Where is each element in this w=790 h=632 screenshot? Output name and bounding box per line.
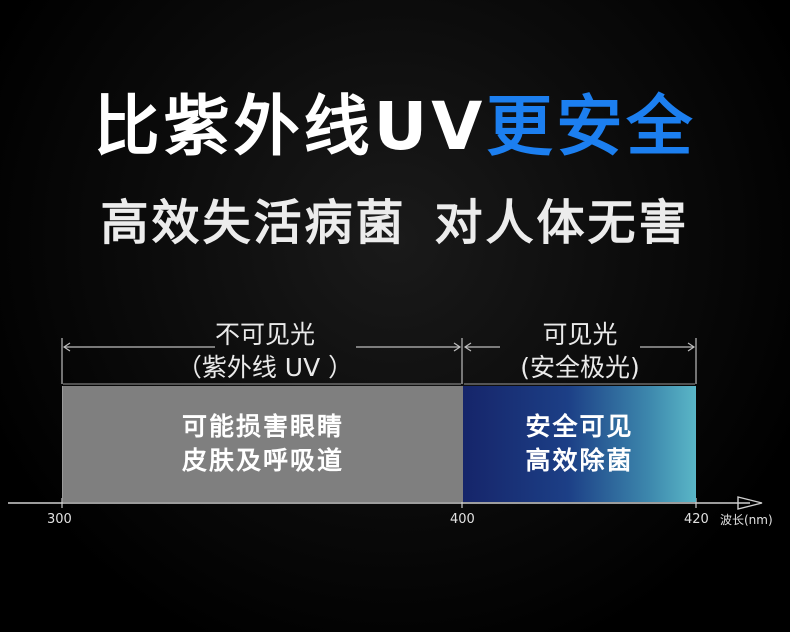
visible-range-label-line1: 可见光 <box>542 320 618 349</box>
headline: 比紫外线UV更安全 <box>0 82 790 172</box>
axis-arrow-icon <box>737 496 763 510</box>
axis-unit-label: 波长(nm) <box>720 513 773 527</box>
subline: 高效失活病菌对人体无害 <box>0 188 790 258</box>
uv-range-label: 不可见光 （紫外线 UV ） <box>130 318 400 384</box>
tick-label-400: 400 <box>450 512 475 527</box>
safe-bar-line2: 高效除菌 <box>525 446 634 475</box>
uv-range-label-line1: 不可见光 <box>214 320 315 349</box>
headline-white-text: 比紫外线UV <box>93 88 487 165</box>
uv-range-label-line2: （紫外线 UV ） <box>176 353 354 382</box>
uv-bar-line2: 皮肤及呼吸道 <box>181 446 344 475</box>
visible-bracket <box>463 338 697 384</box>
tick-label-420: 420 <box>684 512 709 527</box>
safe-bar-line1: 安全可见 <box>525 412 634 441</box>
headline-blue-text: 更安全 <box>486 88 697 165</box>
visible-range-label: 可见光 (安全极光) <box>480 318 680 384</box>
tick-label-300: 300 <box>47 512 72 527</box>
subline-left-text: 高效失活病菌 <box>100 195 407 251</box>
subline-right-text: 对人体无害 <box>434 195 690 251</box>
uv-range-bar: 可能损害眼睛 皮肤及呼吸道 <box>62 386 463 502</box>
uv-bracket <box>61 338 463 384</box>
visible-range-label-line2: (安全极光) <box>520 353 640 382</box>
visible-range-bar: 安全可见 高效除菌 <box>463 386 696 502</box>
uv-bar-line1: 可能损害眼睛 <box>181 412 344 441</box>
